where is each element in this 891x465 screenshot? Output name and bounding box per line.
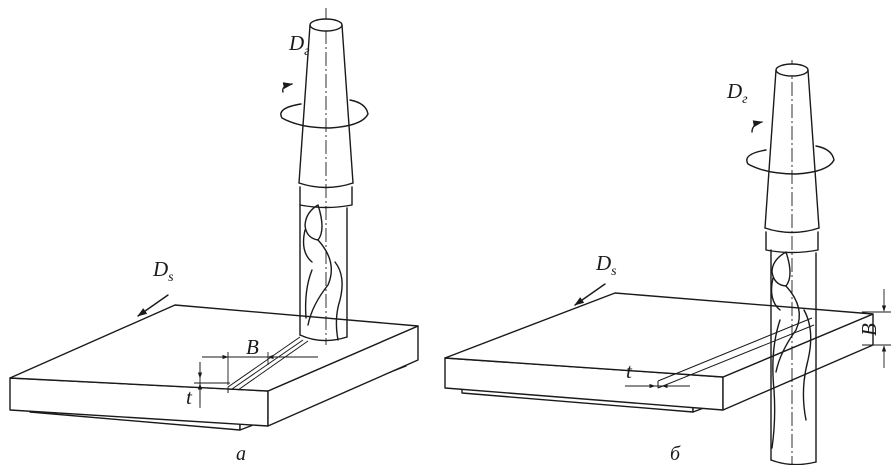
- rotation-label-b: Dг: [726, 79, 748, 107]
- width-label-b: B: [857, 323, 881, 336]
- dimension-t-a: [194, 362, 230, 408]
- workpiece-a: [9, 304, 419, 427]
- end-mill-b: [746, 60, 835, 465]
- dimension-b-a: [202, 352, 318, 385]
- depth-label-b: t: [626, 359, 633, 383]
- figure-a: Dг Ds B t а: [9, 8, 419, 465]
- width-label-a: B: [246, 335, 259, 359]
- caption-a: а: [236, 443, 246, 465]
- feed-arrow-a: [137, 294, 169, 317]
- caption-b: б: [670, 443, 681, 465]
- depth-label-a: t: [186, 385, 193, 409]
- end-mill-a: [280, 8, 369, 345]
- rotation-label-a: Dг: [288, 31, 310, 59]
- figure-b: Dг Ds t B б: [444, 60, 891, 465]
- feed-label-b: Ds: [595, 251, 617, 279]
- dimension-b-b: [862, 289, 891, 368]
- feed-arrow-b: [574, 283, 606, 306]
- feed-label-a: Ds: [152, 257, 174, 285]
- workpiece-b: [444, 292, 874, 411]
